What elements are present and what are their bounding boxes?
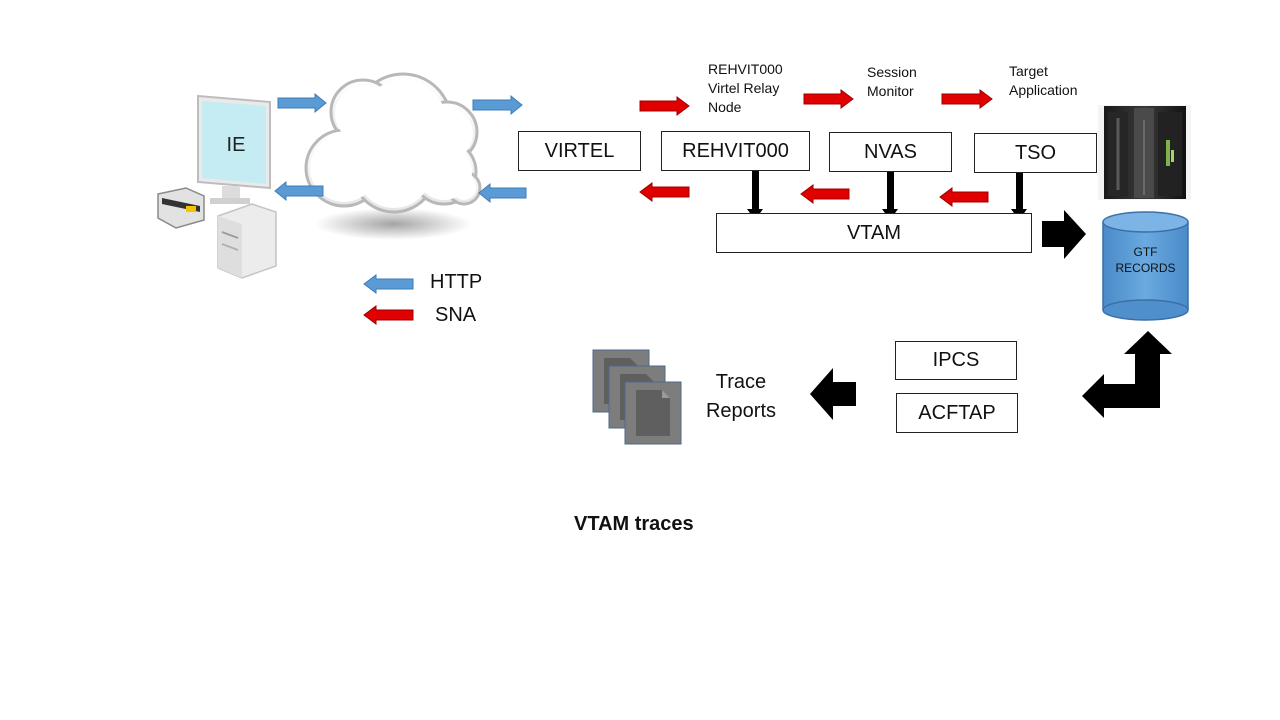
sna-arrow-nvas-to-tso	[941, 89, 993, 109]
sna-arrow-rehvit-to-virtel	[639, 182, 690, 202]
relay-node-annotation: REHVIT000 Virtel Relay Node	[708, 60, 783, 117]
nvas-label: NVAS	[864, 140, 917, 163]
trace-reports-line-2: Reports	[705, 400, 777, 422]
legend-sna-arrow	[363, 305, 414, 325]
http-arrow-cloud-to-virtel	[472, 94, 523, 116]
cloud-icon	[304, 72, 482, 240]
session-monitor-line-1: Session	[867, 64, 917, 80]
diagram-title: VTAM traces	[574, 513, 694, 535]
session-monitor-line-2: Monitor	[867, 83, 914, 99]
http-arrow-pc-to-cloud	[277, 92, 327, 114]
virtel-box: VIRTEL	[518, 131, 641, 171]
session-monitor-annotation: Session Monitor	[867, 63, 917, 101]
http-arrow-cloud-to-pc	[274, 180, 324, 202]
nvas-box: NVAS	[829, 132, 952, 172]
trace-reports-documents-icon	[592, 349, 682, 445]
computer-icon	[157, 94, 277, 279]
gtf-to-tools-arrow	[1082, 331, 1172, 418]
legend-sna-label: SNA	[435, 304, 477, 326]
pc-label: IE	[227, 134, 246, 156]
mainframe-server-icon	[1098, 105, 1191, 200]
vtam-box: VTAM	[716, 213, 1032, 253]
tso-label: TSO	[1014, 141, 1057, 164]
trace-reports-label: Trace Reports	[696, 368, 786, 426]
legend-http-arrow	[363, 274, 414, 294]
rehvit000-label: REHVIT000	[682, 139, 789, 162]
tools-to-reports-arrow	[810, 368, 856, 420]
sna-arrow-rehvit-to-nvas	[803, 89, 854, 109]
virtel-label: VIRTEL	[544, 139, 615, 162]
vtam-to-gtf-arrow	[1042, 210, 1086, 259]
gtf-records-label: GTF RECORDS	[1103, 244, 1188, 276]
vtam-label: VTAM	[846, 221, 902, 244]
trace-reports-line-1: Trace	[715, 371, 767, 393]
down-arrow-tso-to-vtam	[1011, 173, 1027, 220]
acftap-box: ACFTAP	[896, 393, 1018, 433]
tso-box: TSO	[974, 133, 1097, 173]
down-arrow-nvas-to-vtam	[882, 171, 898, 220]
sna-arrow-virtel-to-rehvit	[639, 96, 690, 116]
sna-arrow-tso-to-nvas	[939, 187, 989, 207]
sna-arrow-nvas-to-rehvit	[800, 184, 850, 204]
target-application-annotation: Target Application	[1009, 62, 1078, 100]
gtf-records-line-2: RECORDS	[1115, 261, 1176, 275]
http-arrow-virtel-to-cloud	[478, 182, 527, 204]
rehvit000-box: REHVIT000	[661, 131, 810, 171]
gtf-records-line-1: GTF	[1133, 245, 1158, 259]
target-application-line-1: Target	[1009, 63, 1048, 79]
ipcs-box: IPCS	[895, 341, 1017, 380]
relay-node-line-2: Virtel Relay	[708, 80, 780, 96]
down-arrow-rehvit-to-vtam	[747, 171, 763, 220]
acftap-label: ACFTAP	[918, 401, 996, 424]
relay-node-line-1: REHVIT000	[708, 61, 783, 77]
target-application-line-2: Application	[1009, 82, 1078, 98]
relay-node-line-3: Node	[708, 99, 742, 115]
gtf-records-cylinder	[1102, 211, 1189, 321]
legend-http-label: HTTP	[430, 271, 483, 293]
ipcs-label: IPCS	[932, 349, 980, 371]
